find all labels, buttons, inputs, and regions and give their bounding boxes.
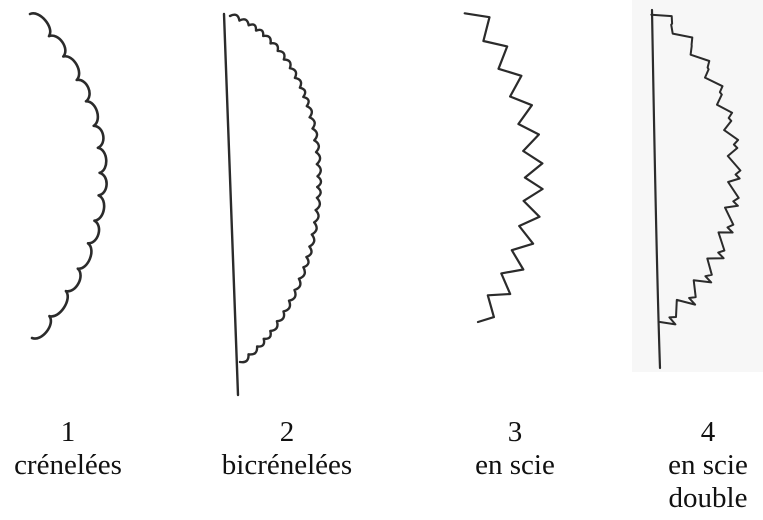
crenate-margin-line: [28, 12, 108, 340]
caption-1-label: crénelées: [14, 449, 122, 481]
leaf-margin-drawings: [28, 0, 763, 397]
serrate-margin-line: [463, 12, 544, 324]
caption-1: 1 crénelées: [0, 416, 158, 482]
caption-2-label: bicrénelées: [221, 449, 353, 481]
caption-3: 3 en scie: [425, 416, 605, 482]
bicrenate-margin-line: [228, 13, 323, 364]
caption-4-number: 4: [700, 416, 716, 448]
bicrenate-midrib-line: [222, 12, 240, 397]
caption-2-number: 2: [279, 416, 295, 448]
caption-3-number: 3: [507, 416, 523, 448]
double-serrate-margin-line: [650, 13, 742, 326]
drawing-crenate: [28, 12, 108, 340]
caption-3-label: en scie: [475, 449, 555, 481]
caption-4-label-line2: double: [668, 482, 748, 514]
caption-1-number: 1: [60, 416, 76, 448]
caption-4-label: en scie: [668, 449, 748, 481]
caption-4: 4 en scie double: [618, 416, 763, 515]
drawing-double-serrate: [650, 8, 742, 370]
caption-2: 2 bicrénelées: [197, 416, 377, 482]
double-serrate-midrib-line: [650, 8, 662, 370]
drawing-bicrenate: [222, 12, 323, 397]
scan-background: [632, 0, 763, 372]
drawing-serrate: [463, 12, 544, 324]
